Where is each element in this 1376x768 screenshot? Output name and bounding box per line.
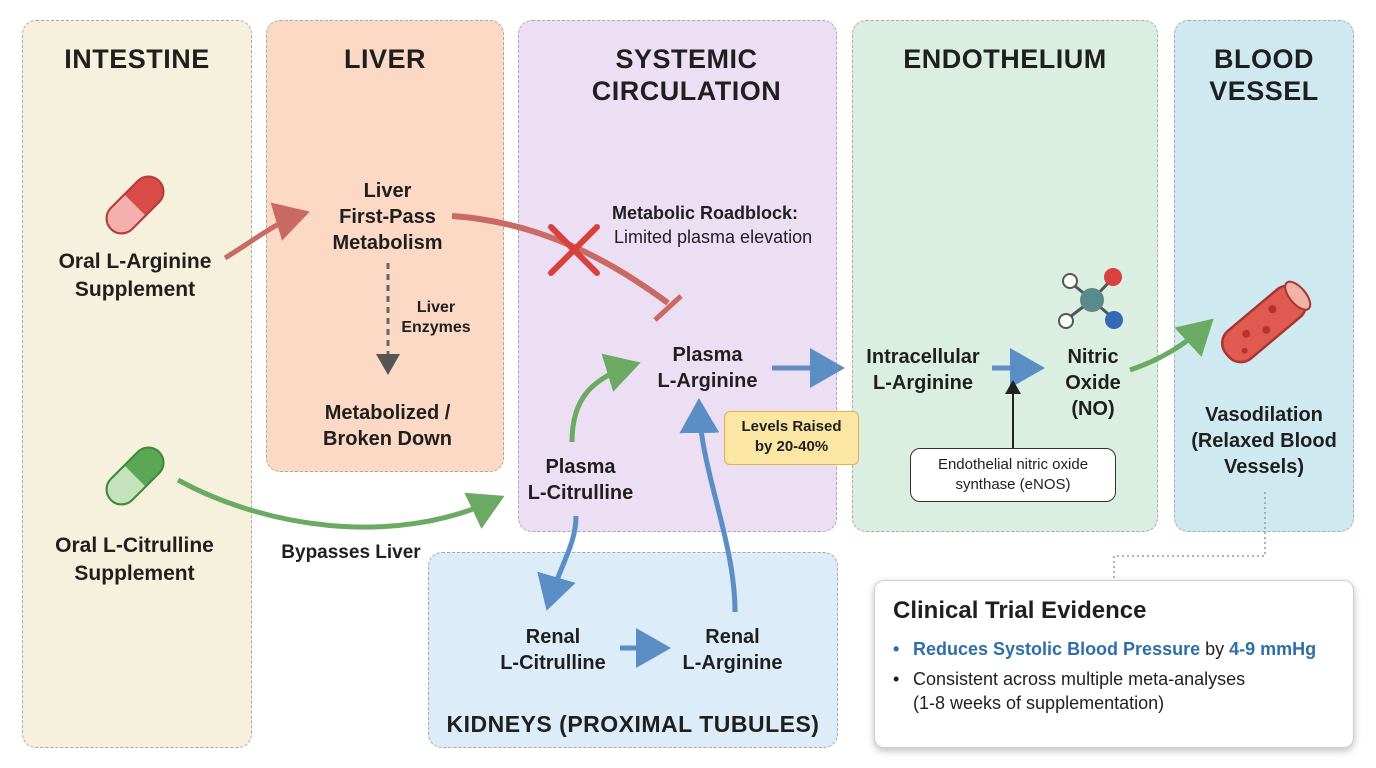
oral-arginine-label: Oral L-Arginine Supplement: [58, 250, 212, 301]
green-capsule-icon: [105, 446, 165, 506]
molecule-icon: [1058, 268, 1123, 329]
enos-box: Endothelial nitric oxide synthase (eNOS): [910, 448, 1116, 502]
liver-panel: [266, 20, 504, 472]
evidence-bullet-meta: • Consistent across multiple meta-analys…: [893, 667, 1335, 715]
bp-highlight: Reduces Systolic Blood Pressure: [913, 639, 1201, 659]
kidneys-title: KIDNEYS (PROXIMAL TUBULES): [446, 711, 820, 737]
roadblock-title: Metabolic Roadblock:: [612, 203, 799, 223]
red-x-icon: [548, 224, 600, 276]
meta-analyses-text: Consistent across multiple meta-analyses…: [913, 669, 1246, 713]
bullet-icon: •: [893, 669, 900, 689]
bp-connector: by: [1200, 639, 1230, 659]
red-capsule-icon: [105, 175, 165, 235]
evidence-title: Clinical Trial Evidence: [893, 597, 1147, 624]
liver-enzymes-label: Liver Enzymes: [401, 299, 471, 336]
blood-vessel-title: BLOOD VESSEL: [1209, 44, 1319, 106]
roadblock-subtitle: Limited plasma elevation: [614, 227, 813, 247]
blood-vessel-panel: [1174, 20, 1354, 532]
plasma-arginine-label: Plasma L-Arginine: [657, 344, 758, 392]
systemic-title: SYSTEMIC CIRCULATION: [591, 44, 782, 106]
bullet-icon: •: [893, 639, 900, 659]
intracellular-arginine-label: Intracellular L-Arginine: [866, 346, 980, 394]
bypasses-liver-label: Bypasses Liver: [281, 542, 421, 563]
renal-citrulline-label: Renal L-Citrulline: [500, 626, 606, 674]
evidence-bullet-bp: • Reduces Systolic Blood Pressure by 4-9…: [893, 637, 1335, 661]
blood-vessel-icon: [1220, 280, 1312, 364]
clinical-evidence-card: Clinical Trial Evidence • Reduces Systol…: [874, 580, 1354, 748]
liver-first-pass-label: Liver First-Pass Metabolism: [332, 180, 443, 254]
nitric-oxide-label: Nitric Oxide (NO): [1065, 346, 1121, 420]
levels-raised-callout: Levels Raised by 20-40%: [724, 411, 859, 465]
liver-title: LIVER: [343, 44, 426, 74]
intestine-panel: [22, 20, 252, 748]
plasma-citrulline-label: Plasma L-Citrulline: [527, 456, 634, 504]
renal-arginine-label: Renal L-Arginine: [682, 626, 783, 674]
bp-value: 4-9 mmHg: [1229, 639, 1317, 659]
intestine-title: INTESTINE: [64, 44, 210, 74]
oral-citrulline-label: Oral L-Citrulline Supplement: [55, 534, 214, 585]
endothelium-title: ENDOTHELIUM: [903, 44, 1107, 74]
metabolized-label: Metabolized / Broken Down: [323, 402, 452, 450]
vasodilation-label: Vasodilation (Relaxed Blood Vessels): [1191, 404, 1337, 478]
